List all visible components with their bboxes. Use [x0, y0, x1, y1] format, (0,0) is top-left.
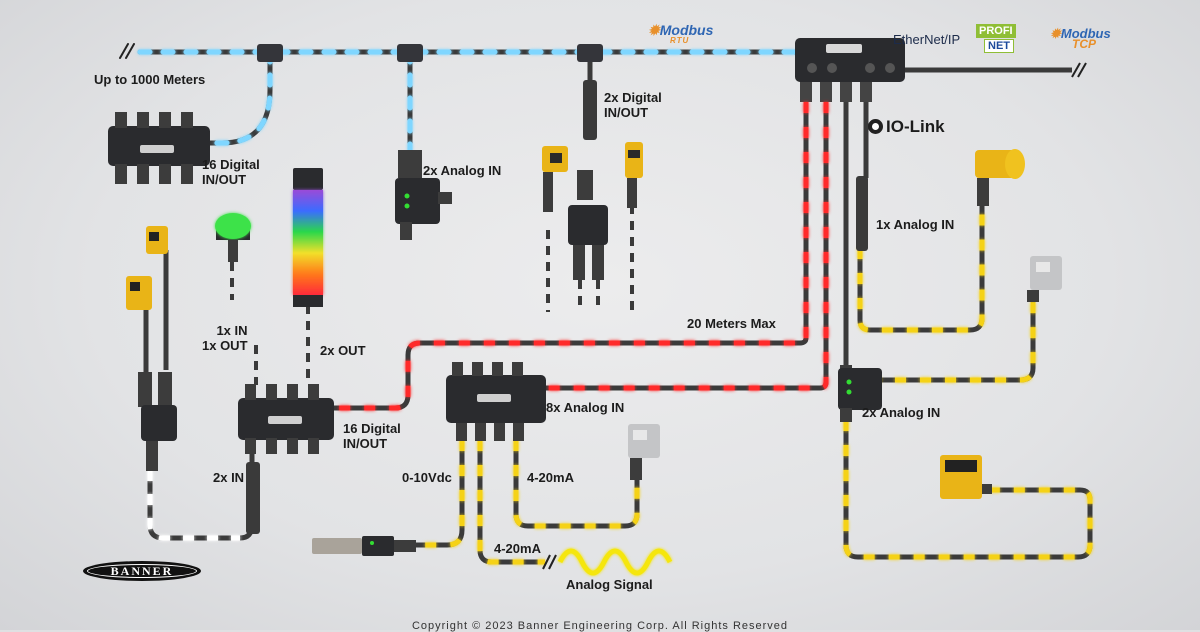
ethernet-ip-logo: EtherNet/IP	[893, 32, 961, 47]
cylindrical-sensor	[312, 536, 416, 556]
analog-hub-2-top	[395, 150, 452, 240]
grey-laser-sensor-right	[1027, 256, 1062, 302]
label-distance: Up to 1000 Meters	[94, 72, 206, 87]
yellow-photo-sensor-1	[542, 146, 568, 212]
label-0-10vdc: 0-10Vdc	[402, 470, 452, 485]
io-link-analog-adapter	[856, 176, 868, 251]
green-ethernet-cable	[905, 62, 1087, 78]
analog-hub-8	[446, 362, 546, 441]
yellow-sensor-left-1	[146, 226, 168, 254]
io-link-logo: IO-Link	[868, 117, 945, 137]
modbus-tcp-logo: ✹Modbus TCP	[1050, 26, 1111, 51]
analog-hub-2-right	[838, 365, 882, 422]
label-4-20ma-a: 4-20mA	[527, 470, 574, 485]
red-io-link-cables	[334, 102, 869, 411]
io-link-master	[795, 38, 905, 102]
label-16-digital-top: 16 Digital IN/OUT	[202, 157, 260, 187]
digital-in-adapter	[246, 462, 260, 534]
banner-logo: BANNER	[83, 561, 201, 581]
yellow-ultrasonic-sensor	[975, 149, 1025, 206]
label-4-20ma-b: 4-20mA	[494, 541, 541, 556]
tee-connector-2	[397, 44, 423, 62]
tee-connector-1	[257, 44, 283, 62]
label-analog-signal: Analog Signal	[566, 577, 653, 592]
label-2x-in: 2x IN	[213, 470, 245, 485]
digital-cables-left	[143, 205, 634, 541]
tee-connector-3	[577, 44, 603, 62]
yellow-analog-cables-bottom	[415, 440, 673, 576]
label-8x-analog: 8x Analog IN	[546, 400, 625, 415]
grey-laser-sensor-bottom	[628, 424, 660, 480]
green-push-button	[215, 213, 251, 262]
yellow-barcode-scanner	[940, 455, 992, 499]
copyright-text: Copyright © 2023 Banner Engineering Corp…	[411, 620, 789, 632]
label-2x-analog-right: 2x Analog IN	[862, 405, 941, 420]
stack-light-tower	[293, 168, 323, 307]
io-link-icon	[868, 119, 883, 134]
label-2x-digital-top: 2x Digital IN/OUT	[604, 90, 662, 120]
label-1x-in-1x-out: 1x IN 1x OUT	[202, 323, 248, 353]
label-2x-out: 2x OUT	[320, 343, 366, 358]
modbus-gear-icon: ✹	[648, 22, 660, 38]
label-1x-analog: 1x Analog IN	[876, 217, 955, 232]
modbus-tcp-gear-icon: ✹	[1050, 26, 1061, 41]
modbus-rtu-logo: ✹Modbus RTU	[648, 22, 714, 45]
profinet-logo: PROFI NET	[976, 24, 1042, 53]
yellow-analog-cables-right	[843, 205, 1093, 560]
digital-hub-16-bottom	[238, 384, 334, 454]
digital-hub-16-top	[108, 112, 210, 184]
label-2x-analog-top: 2x Analog IN	[423, 163, 502, 178]
digital-splitter-top	[568, 80, 608, 280]
yellow-photo-sensor-2	[625, 142, 643, 208]
label-16-digital-bottom: 16 Digital IN/OUT	[343, 421, 401, 451]
blue-trunk-cable	[119, 43, 803, 153]
yellow-sensor-left-2	[126, 276, 152, 310]
digital-splitter-left	[138, 372, 177, 471]
label-20-meters-max: 20 Meters Max	[687, 316, 776, 331]
